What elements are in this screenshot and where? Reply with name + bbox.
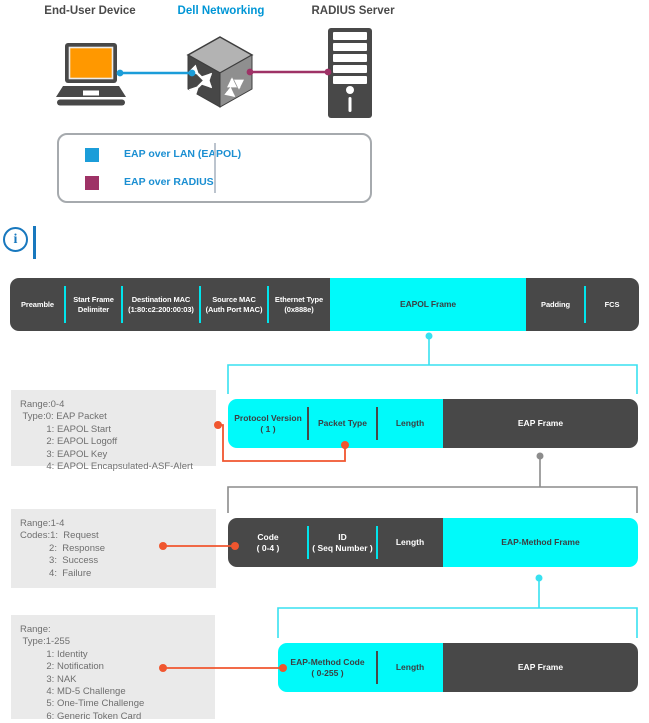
server-icon <box>328 28 372 118</box>
legend-box: EAP over LAN (EAPOL) EAP over RADIUS <box>57 133 372 203</box>
field-eap-length: Length <box>376 518 443 567</box>
field-eap-method-length: Length <box>376 643 443 692</box>
field-padding: Padding <box>526 278 585 331</box>
laptop-icon <box>56 43 126 106</box>
legend-swatch-eapol <box>85 148 99 162</box>
frame-row-eapol: Protocol Version ( 1 ) Packet Type Lengt… <box>228 399 638 448</box>
field-start-frame-delimiter: Start Frame Delimiter <box>64 278 122 331</box>
frame-row-ethernet: Preamble Start Frame Delimiter Destinati… <box>10 278 639 331</box>
field-protocol-version: Protocol Version ( 1 ) <box>228 399 308 448</box>
field-id-seq-number: ID ( Seq Number ) <box>307 518 377 567</box>
info-icon-glyph: i <box>13 231 18 247</box>
bracket-eapol-frame <box>227 332 638 394</box>
note-divider-bar <box>33 226 36 259</box>
field-packet-type: Packet Type <box>307 399 377 448</box>
legend-divider <box>214 143 216 193</box>
switch-cross-arrows <box>188 64 245 98</box>
panel-eap-method-code-values: Range: Type:1-255 1: Identity 2: Notific… <box>11 615 215 722</box>
info-icon: i <box>3 227 28 252</box>
field-source-mac: Source MAC (Auth Port MAC) <box>199 278 268 331</box>
label-end-user-device: End-User Device <box>44 5 136 17</box>
label-dell-networking: Dell Networking <box>177 5 265 17</box>
link-eapol <box>116 69 196 77</box>
field-ethernet-type: Ethernet Type (0x888e) <box>267 278 330 331</box>
panel-code-values: Range:1-4 Codes:1: Request 2: Response 3… <box>11 509 216 588</box>
field-eapol-frame: EAPOL Frame <box>330 278 526 331</box>
panel-packet-type-values: Range:0-4 Type:0: EAP Packet 1: EAPOL St… <box>11 390 216 472</box>
switch-icon <box>186 36 254 108</box>
link-radius <box>246 68 332 76</box>
legend-label-eapol: EAP over LAN (EAPOL) <box>124 148 242 160</box>
field-eap-method-frame: EAP-Method Frame <box>443 518 638 567</box>
label-radius-server: RADIUS Server <box>311 5 395 17</box>
field-eapol-length: Length <box>376 399 443 448</box>
frame-row-eap: Code ( 0-4 ) ID ( Seq Number ) Length EA… <box>228 518 638 567</box>
field-destination-mac: Destination MAC (1:80:c2:200:00:03) <box>121 278 200 331</box>
bracket-eap-frame <box>227 452 638 513</box>
legend-label-radius: EAP over RADIUS <box>124 176 214 188</box>
field-eap-method-code: EAP-Method Code ( 0-255 ) <box>278 643 377 692</box>
field-code: Code ( 0-4 ) <box>228 518 308 567</box>
bracket-eap-method-frame <box>277 574 638 638</box>
legend-swatch-radius <box>85 176 99 190</box>
field-eap-frame: EAP Frame <box>443 399 638 448</box>
field-fcs: FCS <box>584 278 639 331</box>
frame-row-eap-method: EAP-Method Code ( 0-255 ) Length EAP Fra… <box>278 643 638 692</box>
field-preamble: Preamble <box>10 278 65 331</box>
field-eap-method-eap-frame: EAP Frame <box>443 643 638 692</box>
